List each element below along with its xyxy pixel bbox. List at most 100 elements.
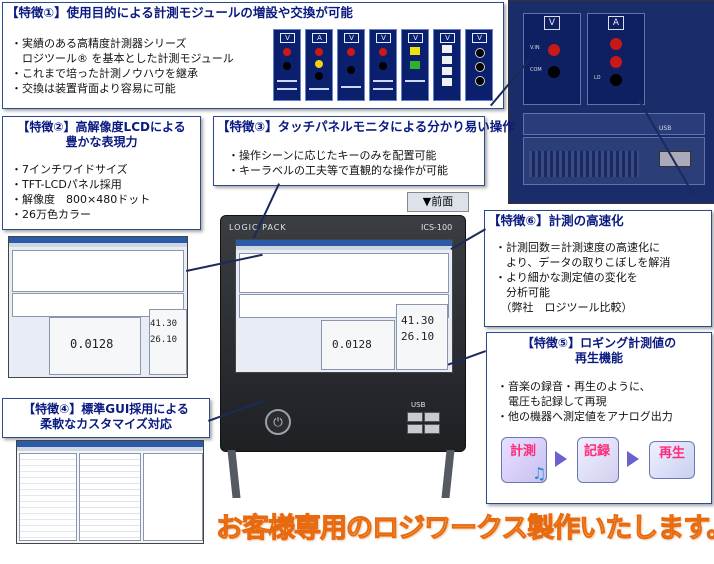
feature-3-line-1: ・操作シーンに応じたキーのみを配置可能 xyxy=(228,149,437,162)
module-4-label: V xyxy=(376,33,391,43)
feature-6-line-2: より、データの取りこぼしを解消 xyxy=(495,256,671,269)
editor-panel xyxy=(143,453,203,541)
terminal-red xyxy=(379,48,387,56)
feature-1-line-1: ・実績のある高精度計測器シリーズ xyxy=(11,37,187,50)
module-6: V xyxy=(433,29,461,101)
rear-v-label: V xyxy=(544,16,560,30)
feature-4-title-2: 柔軟なカスタマイズ対応 xyxy=(40,417,172,431)
module-3-label: V xyxy=(344,33,359,43)
feature-5-line-3: ・他の機器へ測定値をアナログ出力 xyxy=(497,410,673,423)
feature-5-line-2: 電圧も記録して再現 xyxy=(497,395,607,408)
device-model: ICS-100 xyxy=(421,223,453,232)
lcd-value: 41.30 xyxy=(401,314,435,327)
feature-2-title-1: 【特徴②】高解像度LCDによる xyxy=(17,120,186,134)
terminal-black xyxy=(315,72,323,80)
module-1-label: V xyxy=(280,33,295,43)
feature-2-title-2: 豊かな表現力 xyxy=(65,135,138,149)
terminal-white xyxy=(442,45,452,53)
front-label: ▼前面 xyxy=(407,192,469,212)
record-icon: 記録 xyxy=(577,437,619,483)
usb-label: USB xyxy=(411,401,426,409)
module-6-label: V xyxy=(440,33,455,43)
feature-5-box: 【特徴⑤】ロギング計測値の 再生機能 ・音楽の録音・再生のように、 電圧も記録し… xyxy=(486,332,712,504)
feature-5-title-1: 【特徴⑤】ロギング計測値の xyxy=(521,336,677,350)
feature-4-box: 【特徴④】標準GUI採用による 柔軟なカスタマイズ対応 xyxy=(2,398,210,438)
feature-1-line-2: ロジツール® を基本とした計測モジュール xyxy=(11,52,234,65)
rear-terminal-red xyxy=(548,44,560,56)
feature-1-title: 【特徴①】使用目的による計測モジュールの増設や交換が可能 xyxy=(6,5,353,20)
feature-6-line-1: ・計測回数＝計測速度の高速化に xyxy=(495,241,660,254)
rear-fan-grill xyxy=(529,151,639,177)
module-7-label: V xyxy=(472,33,487,43)
lcd-screenshot: 0.0128 41.30 26.10 xyxy=(8,236,188,378)
arrow-right-icon xyxy=(627,451,639,467)
usb-port[interactable] xyxy=(424,412,440,422)
rear-terminal-red xyxy=(610,56,622,68)
rear-a-label: A xyxy=(608,16,624,30)
terminal-black xyxy=(475,48,485,58)
feature-3-line-2: ・キーラベルの工夫等で直観的な操作が可能 xyxy=(228,164,448,177)
module-5: V xyxy=(401,29,429,101)
feature-4-title-1: 【特徴④】標準GUI採用による xyxy=(23,402,189,416)
feature-1-line-4: ・交換は装置背面より容易に可能 xyxy=(11,82,176,95)
rear-terminal-black xyxy=(548,66,560,78)
music-note-icon: ♫ xyxy=(532,464,547,483)
tree-panel xyxy=(19,453,77,541)
feature-2-line-2: ・TFT-LCDパネル採用 xyxy=(11,178,122,191)
measure-icon: 計測 ♫ xyxy=(501,437,547,483)
terminal-yellow xyxy=(315,60,323,68)
terminal-black xyxy=(379,62,387,70)
usb-port[interactable] xyxy=(424,424,440,434)
rear-usb-label: USB xyxy=(659,125,672,132)
rear-module-right: A LO xyxy=(587,13,645,105)
slogan: お客様専用のロジワークス製作いたします。 xyxy=(216,513,714,545)
value-panel: 41.30 26.10 xyxy=(149,309,187,375)
feature-6-title: 【特徴⑥】計測の高速化 xyxy=(488,213,624,228)
rear-module-left: V V.IN COM xyxy=(523,13,581,105)
feature-6-box: 【特徴⑥】計測の高速化 ・計測回数＝計測速度の高速化に より、データの取りこぼし… xyxy=(484,210,712,327)
terminal-black xyxy=(347,66,355,74)
power-button[interactable]: ⏻ xyxy=(265,409,291,435)
terminal-black xyxy=(475,62,485,72)
terminal-yellow xyxy=(410,47,420,55)
terminal-black xyxy=(475,76,485,86)
feature-3-title: 【特徴③】タッチパネルモニタによる分かり易い操作 xyxy=(217,119,515,134)
rear-panel-photo: V V.IN COM A LO USB xyxy=(508,0,714,204)
device-stand xyxy=(227,450,241,498)
property-panel xyxy=(79,453,141,541)
module-4: V xyxy=(369,29,397,101)
terminal-red xyxy=(283,48,291,56)
graph-area xyxy=(12,250,184,292)
usb-port[interactable] xyxy=(407,424,423,434)
usb-port[interactable] xyxy=(407,412,423,422)
feature-6-line-4: 分析可能 xyxy=(495,286,550,299)
terminal-white xyxy=(442,56,452,64)
value-panel: 0.0128 xyxy=(49,317,141,375)
value-panel: 0.0128 xyxy=(321,320,395,370)
lcd-value: 0.0128 xyxy=(70,337,114,351)
playback-icon: 再生 xyxy=(649,441,695,479)
rear-usb-port xyxy=(659,151,691,167)
device-front: LOGIC PACK ICS-100 0.0128 41.30 26.10 ⏻ … xyxy=(220,215,466,452)
lcd-value: 26.10 xyxy=(150,335,178,345)
rear-lo-label: LO xyxy=(594,75,601,81)
lcd-value: 41.30 xyxy=(150,319,178,329)
rear-terminal-black xyxy=(610,74,622,86)
terminal-white xyxy=(442,67,452,75)
arrow-right-icon xyxy=(555,451,567,467)
terminal-black xyxy=(283,62,291,70)
module-2: A xyxy=(305,29,333,101)
module-2-label: A xyxy=(312,33,327,43)
feature-1-box: 【特徴①】使用目的による計測モジュールの増設や交換が可能 ・実績のある高精度計測… xyxy=(2,2,504,109)
module-panel-strip: V A V V V xyxy=(273,3,503,103)
gui-screenshot xyxy=(16,440,204,544)
value-panel: 41.30 26.10 xyxy=(396,304,448,370)
record-icon-label: 記録 xyxy=(583,444,610,459)
terminal-red xyxy=(315,48,323,56)
feature-5-title-2: 再生機能 xyxy=(574,351,623,365)
rear-com-label: COM xyxy=(530,67,542,73)
playback-icon-label: 再生 xyxy=(658,446,685,461)
device-screen: 0.0128 41.30 26.10 xyxy=(235,239,453,373)
feature-6-line-3: ・より細かな測定値の変化を xyxy=(495,271,638,284)
feature-6-line-5: （弊社 ロジツール比較） xyxy=(495,301,633,314)
